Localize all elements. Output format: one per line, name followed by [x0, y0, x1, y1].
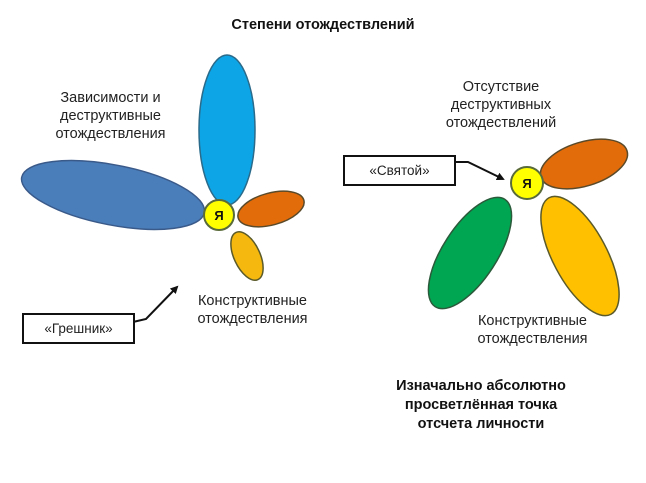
right-top-label: Отсутствие деструктивных отождествлений: [436, 78, 566, 132]
left-petal-orange: [237, 190, 305, 228]
right-top-label-line: отождествлений: [445, 115, 557, 132]
right-bottom-label-line: отождествления: [477, 331, 588, 348]
right-flower: Я: [427, 138, 629, 317]
left-petal-dependencies: [20, 159, 206, 231]
right-petal-orange: [539, 138, 629, 190]
left-top-label-line: деструктивные: [59, 108, 161, 125]
left-bottom-label-line: Конструктивные: [197, 293, 307, 309]
right-top-label-line: Отсутствие: [462, 79, 540, 95]
left-petal-constructive: [230, 231, 264, 281]
right-bottom-label-line: Конструктивные: [477, 313, 587, 329]
enlightened-note-line: отсчета личности: [417, 415, 545, 432]
saint-callout-box: «Святой»: [343, 155, 456, 186]
enlightened-note: Изначально абсолютно просветлённая точка…: [375, 377, 587, 434]
left-top-label-line: отождествления: [55, 126, 166, 143]
right-bottom-label: Конструктивные отождествления: [465, 312, 600, 348]
right-callout-arrow: [456, 161, 505, 180]
left-callout-arrow: [132, 285, 179, 323]
left-bottom-label-line: отождествления: [197, 311, 308, 328]
right-self-label: Я: [522, 176, 531, 191]
left-bottom-label: Конструктивные отождествления: [185, 292, 320, 328]
right-top-label-line: деструктивных: [450, 97, 552, 114]
enlightened-note-line: Изначально абсолютно: [396, 378, 566, 394]
left-self-label: Я: [214, 208, 223, 223]
diagram-title: Степени отождествлений: [231, 17, 415, 33]
enlightened-note-line: просветлённая точка: [404, 396, 558, 413]
sinner-callout-box: «Грешник»: [22, 313, 135, 344]
right-self-circle: [510, 166, 544, 200]
left-petal-destructive-vertical: [198, 54, 256, 206]
left-top-label: Зависимости и деструктивные отождествлен…: [38, 89, 183, 143]
left-flower: Я: [20, 54, 305, 281]
left-self-circle: [203, 199, 235, 231]
right-petal-constructive: [540, 195, 620, 317]
left-top-label-line: Зависимости и: [60, 90, 161, 106]
right-petal-green: [427, 196, 513, 310]
